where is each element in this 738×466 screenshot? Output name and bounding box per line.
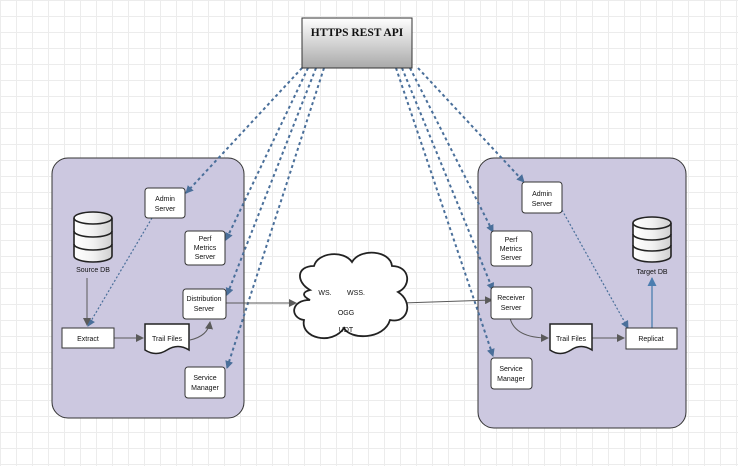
source-distribution-label-2: Server [194, 306, 215, 313]
replicat-box[interactable] [625, 327, 678, 350]
target-admin-label-2: Server [532, 201, 553, 208]
source-admin-server-label-1: Admin [155, 196, 175, 203]
target-service-label-2: Manager [497, 376, 525, 383]
network-cloud [293, 251, 409, 339]
source-perf-label-3: Server [195, 254, 216, 261]
network-label-wss: WSS. [347, 290, 365, 297]
target-admin-server[interactable] [521, 181, 563, 214]
network-label-ws: WS. [318, 290, 331, 297]
source-service-label-1: Service [193, 375, 216, 382]
api-to-target-perf [409, 67, 494, 233]
https-rest-api-label: HTTPS REST API [311, 27, 404, 39]
target-receiver-server[interactable] [490, 286, 533, 320]
source-db-label: Source DB [76, 267, 110, 274]
target-trail-label: Trail Files [556, 336, 587, 343]
network-to-receiver-arrow [401, 296, 493, 305]
source-trail-label: Trail Files [152, 336, 183, 343]
target-perf-metrics-server[interactable] [490, 230, 533, 267]
https-rest-api-box[interactable] [301, 17, 413, 69]
target-db-label: Target DB [636, 269, 667, 276]
target-trail-files[interactable] [549, 323, 593, 355]
api-to-source-distribution [225, 67, 317, 296]
target-perf-label-3: Server [501, 255, 522, 262]
receiver-to-trail-arrow [509, 317, 549, 342]
target-admin-to-replicat-link [561, 209, 629, 329]
api-to-target-service [395, 67, 495, 357]
target-perf-label-1: Perf [505, 237, 518, 244]
source-perf-label-2: Metrics [194, 245, 217, 252]
trail-to-distribution-arrow [189, 321, 213, 341]
api-to-target-receiver [401, 67, 495, 291]
source-perf-metrics-server[interactable] [184, 230, 226, 266]
target-service-manager[interactable] [490, 357, 533, 390]
source-admin-to-extract-link [87, 217, 153, 327]
extract-label: Extract [77, 336, 99, 343]
api-to-source-service [225, 67, 325, 369]
api-to-source-perf [225, 67, 309, 241]
source-admin-server-label-2: Server [155, 206, 176, 213]
target-receiver-label-1: Receiver [497, 295, 525, 302]
source-db-icon [73, 211, 113, 263]
source-perf-label-1: Perf [199, 236, 212, 243]
api-to-target-admin [417, 67, 525, 183]
source-service-manager[interactable] [184, 366, 226, 399]
data-flow-arrows [83, 278, 625, 342]
source-trail-files[interactable] [144, 323, 190, 355]
target-service-label-1: Service [499, 366, 522, 373]
replicat-label: Replicat [638, 336, 663, 343]
target-perf-label-2: Metrics [500, 246, 523, 253]
network-label-udt: UDT [339, 327, 354, 334]
target-db-icon [632, 216, 672, 263]
source-admin-server[interactable] [144, 187, 186, 219]
network-label-ogg: OGG [338, 310, 354, 317]
target-receiver-label-2: Server [501, 305, 522, 312]
source-distribution-label-1: Distribution [186, 296, 221, 303]
source-service-label-2: Manager [191, 385, 219, 392]
source-distribution-server[interactable] [182, 288, 227, 320]
target-admin-label-1: Admin [532, 191, 552, 198]
api-to-source-admin [185, 67, 303, 194]
api-connections [185, 67, 525, 369]
extract-box[interactable] [61, 327, 115, 349]
